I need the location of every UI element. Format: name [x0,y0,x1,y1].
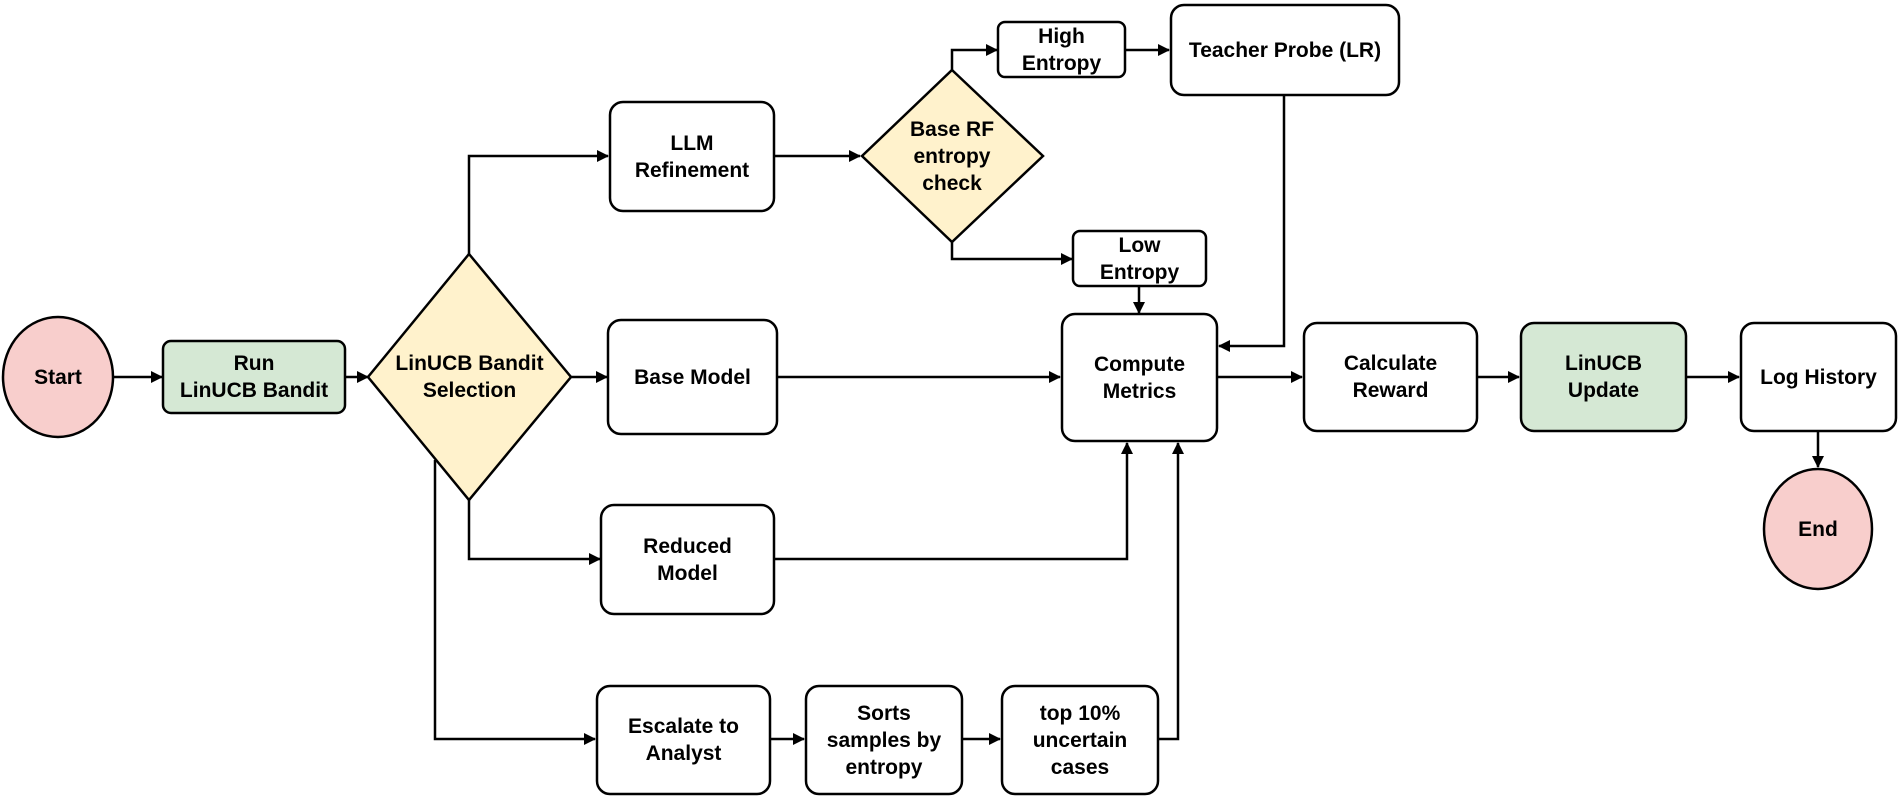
calculate-reward-label: Calculate Reward [1343,352,1438,402]
sorts-samples-node [804,684,964,796]
edge-selection-escalate [433,460,596,745]
linucb-update-label: LinUCB Update [1565,352,1642,402]
top-uncertain-node [1000,684,1160,796]
reduced-model-node [599,503,776,616]
escalate-label: Escalate to Analyst [628,715,739,765]
teacher-probe-node [1169,3,1401,97]
base-model-label: Base Model [634,365,751,389]
calculate-reward-node [1302,321,1479,433]
sorts-samples-label: Sorts samples by entropy [826,701,942,779]
entropy-check-decision [860,68,1045,244]
end-label: End [1798,517,1838,541]
log-history-node [1739,321,1898,433]
reduced-model-label: Reduced Model [643,534,732,585]
teacher-probe-label: Teacher Probe (LR) [1188,38,1382,62]
start-label: Start [34,365,82,389]
compute-metrics-node [1060,312,1219,443]
top-uncertain-label: top 10% uncertain cases [1032,701,1128,779]
low-entropy-node [1071,229,1208,288]
run-bandit-node [161,339,347,415]
edge-top-metrics [1158,442,1184,741]
escalate-node [595,684,772,796]
bandit-selection-decision [366,252,573,502]
llm-refinement-node [608,100,776,213]
llm-refinement-label: LLM Refinement [634,131,750,182]
entropy-check-label: Base RF entropy check [909,117,995,195]
base-model-node [606,318,779,436]
high-entropy-node [996,20,1127,79]
linucb-update-node [1519,321,1688,433]
edge-entropycheck-high [950,44,998,70]
high-entropy-label: High Entropy [1021,24,1102,75]
edge-teacher-metrics [1218,95,1286,352]
edge-reduced-metrics [774,442,1133,561]
low-entropy-label: Low Entropy [1099,233,1180,284]
compute-metrics-label: Compute Metrics [1094,352,1185,403]
end-node [1762,467,1874,591]
log-history-label: Log History [1760,365,1877,389]
edge-selection-llm [467,150,609,254]
run-bandit-label: Run LinUCB Bandit [179,352,329,402]
edge-entropycheck-low [950,242,1073,265]
start-node [1,315,115,439]
bandit-selection-label: LinUCB Bandit Selection [395,352,544,402]
edge-selection-reduced [467,500,601,565]
